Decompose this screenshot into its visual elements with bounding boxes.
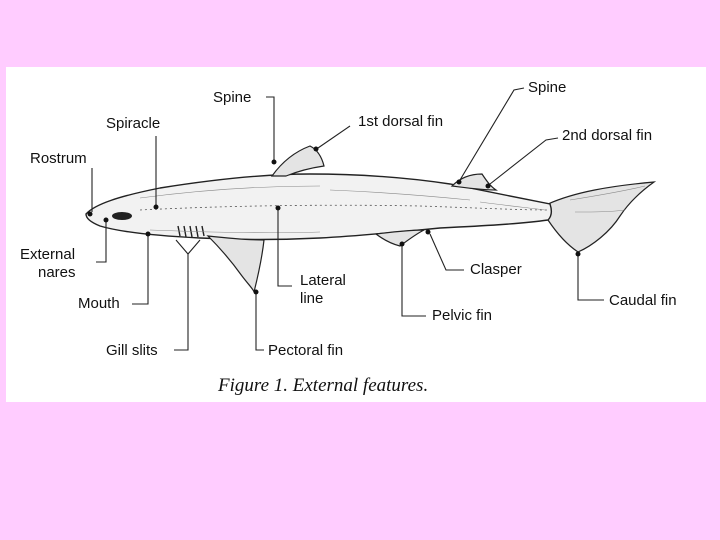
- caudal-fin-shape: [548, 182, 654, 252]
- label-spiracle: Spiracle: [106, 115, 160, 132]
- figure-caption: Figure 1. External features.: [217, 375, 428, 396]
- label-lateral-line-1: Lateral: [300, 272, 346, 289]
- label-first-dorsal-fin: 1st dorsal fin: [358, 113, 443, 130]
- label-spine-front: Spine: [213, 89, 251, 106]
- label-spine-rear: Spine: [528, 79, 566, 96]
- eye-shape: [112, 212, 132, 220]
- label-clasper: Clasper: [470, 261, 522, 278]
- label-lateral-line-2: line: [300, 290, 323, 307]
- label-external-nares-1: External: [20, 246, 75, 263]
- label-second-dorsal-fin: 2nd dorsal fin: [562, 127, 652, 144]
- label-mouth: Mouth: [78, 295, 120, 312]
- shark-illustration: [86, 146, 654, 292]
- label-pelvic-fin: Pelvic fin: [432, 307, 492, 324]
- label-caudal-fin: Caudal fin: [609, 292, 677, 309]
- label-external-nares-2: nares: [38, 264, 76, 281]
- label-rostrum: Rostrum: [30, 150, 87, 167]
- label-pectoral-fin: Pectoral fin: [268, 342, 343, 359]
- label-gill-slits: Gill slits: [106, 342, 158, 359]
- pectoral-fin-shape: [208, 236, 264, 292]
